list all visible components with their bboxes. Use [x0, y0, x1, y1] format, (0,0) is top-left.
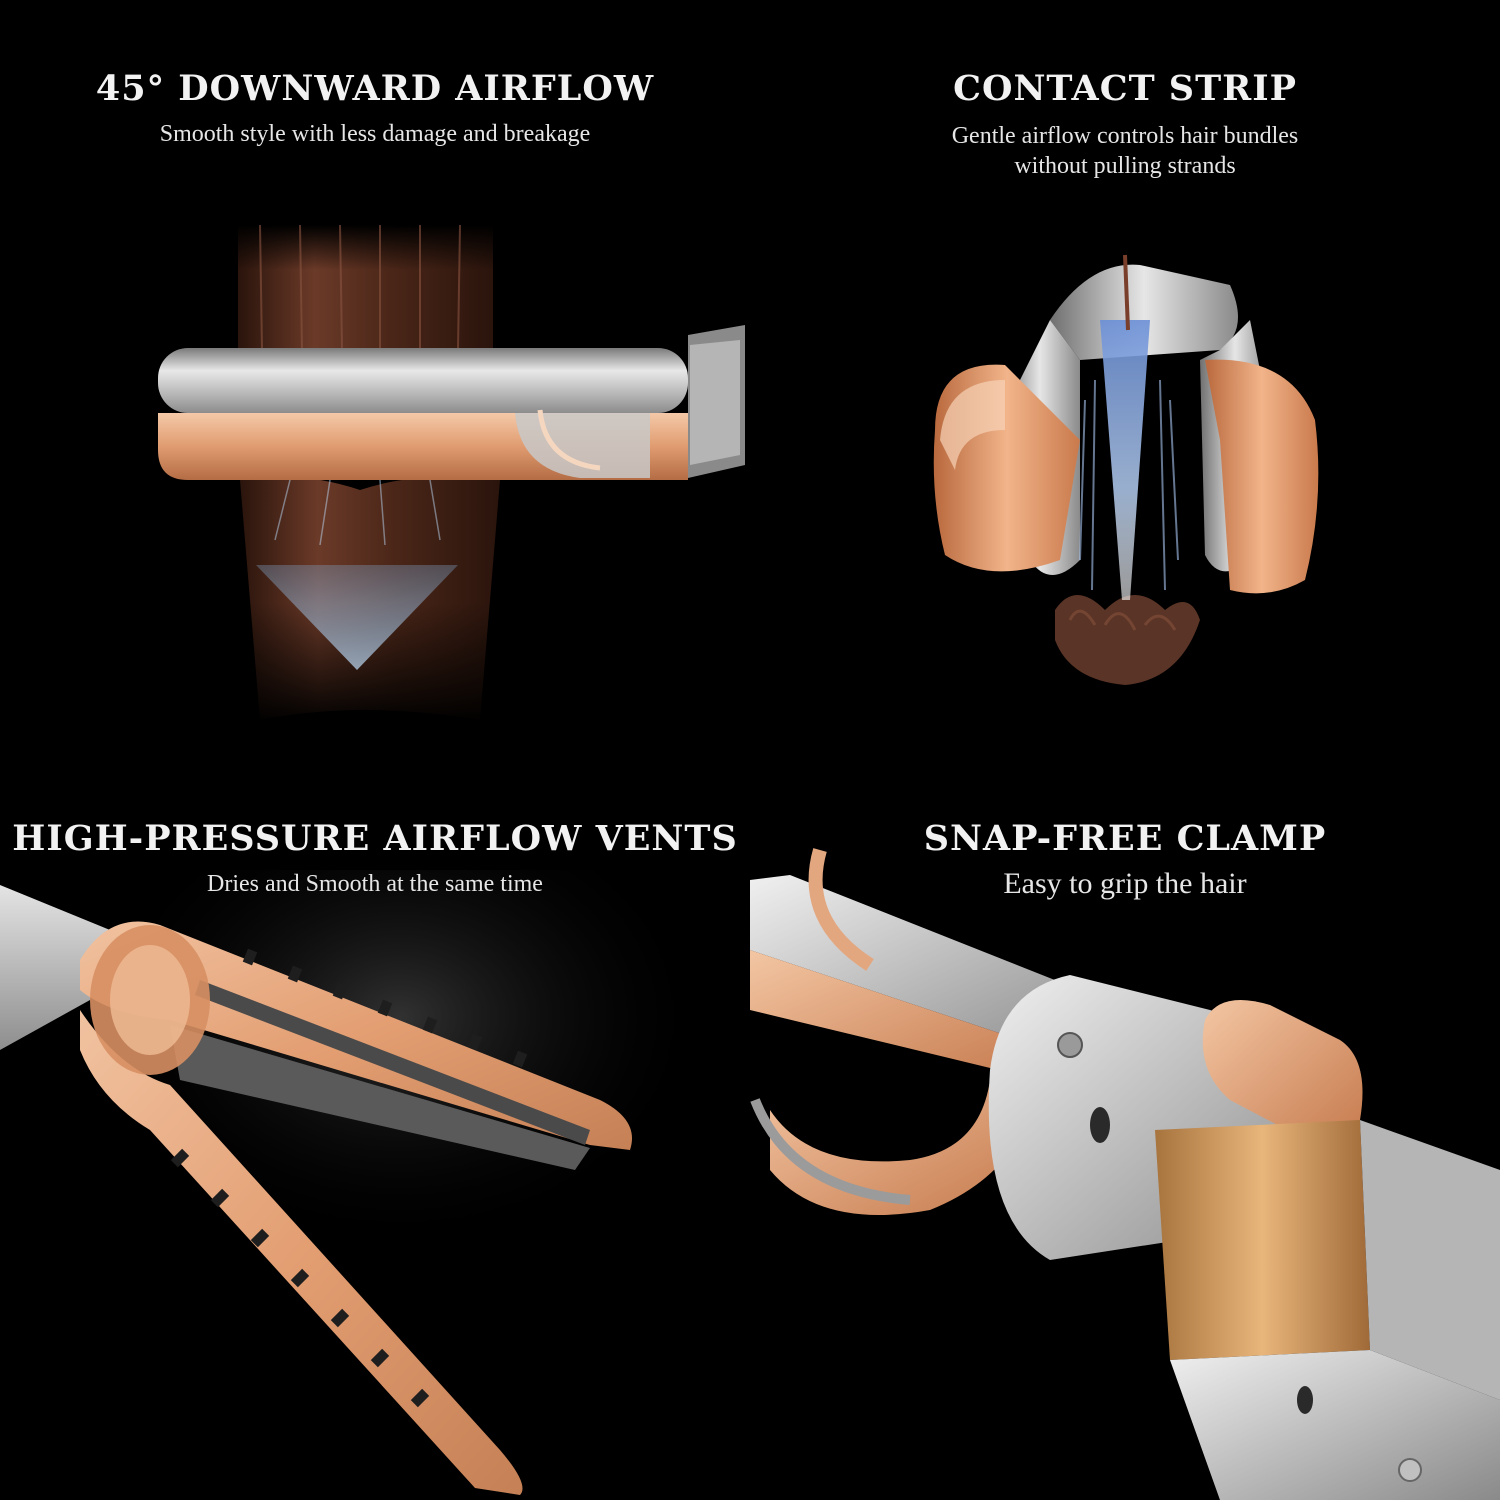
panel-subtitle-line-1: Gentle airflow controls hair bundles [951, 123, 1299, 149]
panel-subtitle: Smooth style with less damage and breaka… [159, 121, 591, 147]
panel-title: HIGH-PRESSURE AIRFLOW VENTS [12, 818, 738, 859]
hinge-screw-icon [1057, 1032, 1083, 1058]
panel-title: CONTACT STRIP [953, 68, 1297, 109]
straightener-upper-plate [158, 348, 688, 413]
right-contact-plate [1205, 359, 1319, 594]
straightener-with-hair-illustration [158, 224, 745, 725]
open-clamp-airflow-illustration [933, 254, 1319, 685]
panel-subtitle: Dries and Smooth at the same time [207, 871, 543, 897]
curled-hair [1055, 595, 1200, 685]
straightener-upper-arm [80, 921, 632, 1150]
control-button-icon [1398, 1458, 1422, 1482]
panel-airflow-vents: HIGH-PRESSURE AIRFLOW VENTS Dries and Sm… [0, 750, 750, 1500]
vented-straightener-illustration [0, 870, 680, 1495]
panel-subtitle-line-2: without pulling strands [1014, 153, 1236, 179]
panel-downward-airflow: 45° DOWNWARD AIRFLOW Smooth style with l… [0, 0, 750, 750]
clamp-hinge [1050, 264, 1238, 360]
caption-downward-airflow: 45° DOWNWARD AIRFLOW Smooth style with l… [0, 68, 750, 149]
upper-vent-slots [242, 948, 528, 1068]
gold-band [1155, 1120, 1370, 1360]
upper-vent-strip [195, 980, 590, 1145]
caption-snap-free-clamp: SNAP-FREE CLAMP Easy to grip the hair [750, 818, 1500, 899]
airflow-beam [1100, 320, 1150, 600]
panel-snap-free-clamp: SNAP-FREE CLAMP Easy to grip the hair [750, 750, 1500, 1500]
downward-arrow-icon [256, 565, 458, 670]
panel-contact-strip: CONTACT STRIP Gentle airflow controls ha… [750, 0, 1500, 750]
caption-contact-strip: CONTACT STRIP Gentle airflow controls ha… [750, 68, 1500, 181]
clamp-closeup-illustration [750, 848, 1500, 1500]
panel-title: 45° DOWNWARD AIRFLOW [95, 68, 655, 109]
caption-airflow-vents: HIGH-PRESSURE AIRFLOW VENTS Dries and Sm… [0, 818, 750, 899]
panel-subtitle: Easy to grip the hair [1003, 867, 1247, 900]
panel-title: SNAP-FREE CLAMP [923, 818, 1327, 859]
straightener-lower-arm [80, 1010, 523, 1495]
straightener-handle [0, 885, 110, 1050]
clamp-lever-pad [1202, 1000, 1363, 1152]
lower-vent-slots [170, 1148, 430, 1408]
